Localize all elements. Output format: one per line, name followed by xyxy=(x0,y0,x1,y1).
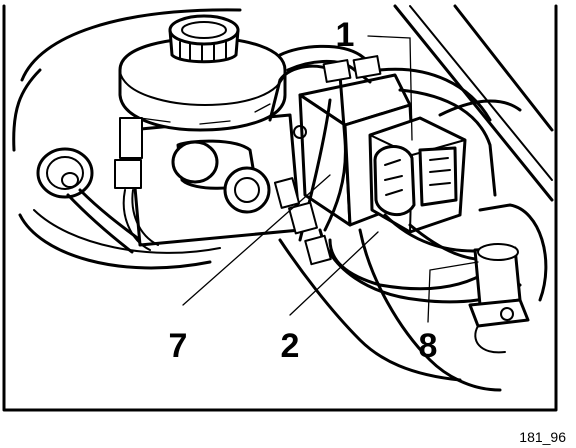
abs-control-unit xyxy=(368,116,467,234)
level-sensor-connector xyxy=(114,117,159,251)
callout-7: 7 xyxy=(169,327,188,365)
vacuum-connector xyxy=(36,147,142,254)
brake-servo xyxy=(12,8,242,270)
body-panel xyxy=(358,4,554,392)
reservoir-cap xyxy=(168,14,240,64)
figure-reference: 181_96 xyxy=(519,429,566,445)
leader-lines xyxy=(182,35,479,323)
pressure-switch xyxy=(468,243,530,354)
master-cylinder xyxy=(128,113,302,247)
callout-8: 8 xyxy=(419,327,438,365)
callout-2: 2 xyxy=(281,327,300,365)
callout-1: 1 xyxy=(336,16,355,54)
pipe-fittings xyxy=(273,55,382,266)
frame-border xyxy=(2,4,558,412)
